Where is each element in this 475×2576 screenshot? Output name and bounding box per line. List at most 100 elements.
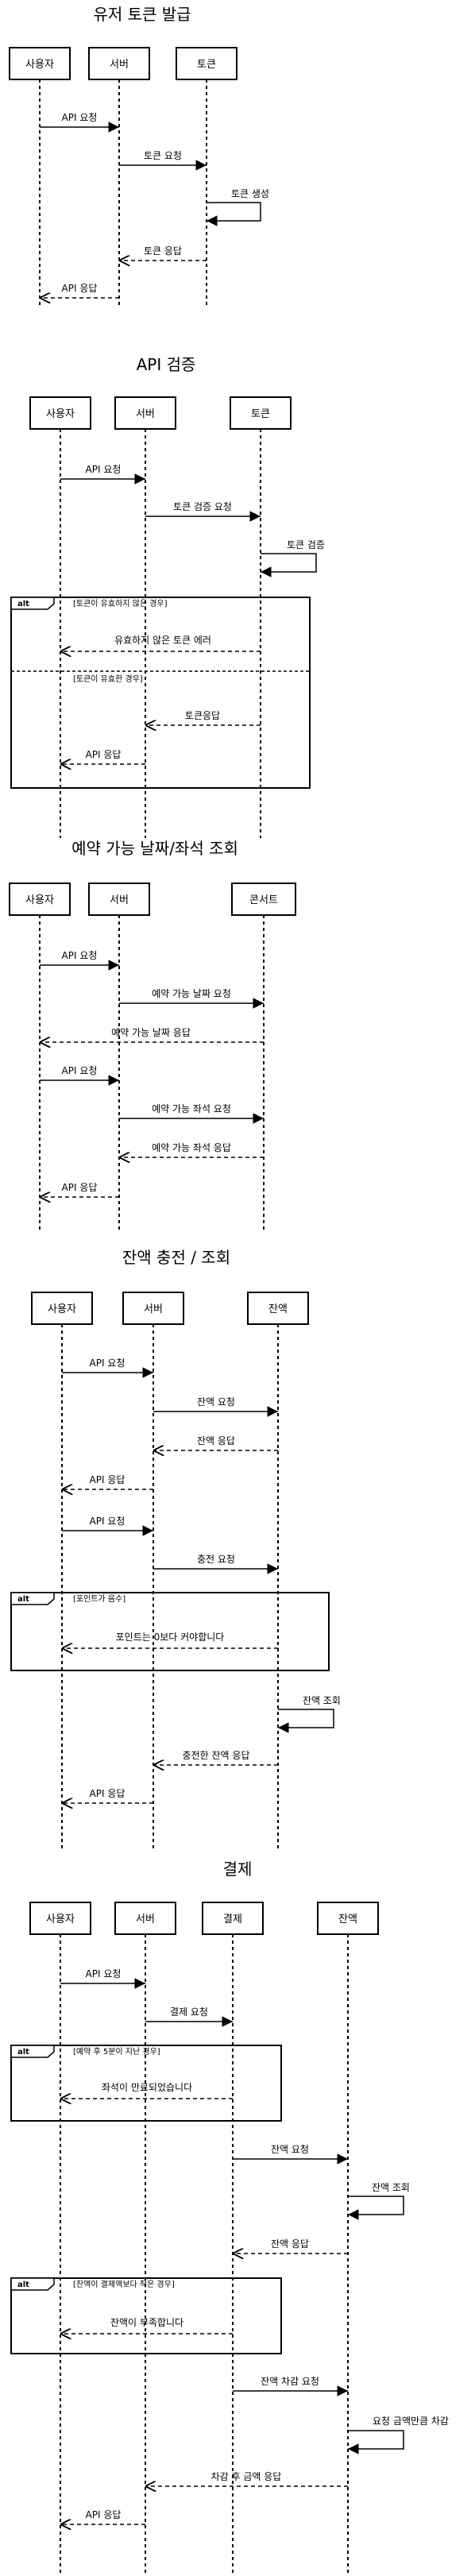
svg-text:서버: 서버 (110, 894, 129, 906)
svg-text:토큰: 토큰 (251, 408, 270, 420)
svg-text:잔액 조회: 잔액 조회 (303, 1695, 341, 1706)
svg-text:토큰 생성: 토큰 생성 (231, 188, 269, 199)
message-balance-request: 잔액 요청 (153, 1396, 278, 1417)
lifelines (60, 429, 261, 838)
svg-text:[예약 후 5분이 지난 경우]: [예약 후 5분이 지난 경우] (73, 2046, 160, 2057)
message-balance-request: 잔액 요청 (233, 2144, 348, 2165)
svg-text:잔액이 부족합니다: 잔액이 부족합니다 (110, 2317, 183, 2328)
participant-user: 사용자 (9, 47, 71, 80)
participant-payment: 결제 (202, 1902, 264, 1935)
participant-server: 서버 (114, 1902, 176, 1935)
svg-text:토큰 검증 요청: 토큰 검증 요청 (173, 501, 232, 512)
participant-user: 사용자 (31, 1292, 93, 1325)
message-deduct-response: 차감 후 금액 응답 (145, 2471, 348, 2486)
diagram-payment: 결제 사용자 서버 결제 잔액 API 요청 결제 (10, 1860, 449, 2576)
svg-text:콘서트: 콘서트 (249, 894, 278, 906)
message-api-response: API 응답 (40, 283, 119, 298)
message-api-response: API 응답 (62, 1788, 153, 1803)
alt-guard: [토큰이 유효하지 않은 경우] (73, 598, 168, 608)
message-invalid-token-error: 유효하지 않은 토큰 에러 (60, 635, 261, 651)
svg-text:API 응답: API 응답 (86, 749, 122, 760)
diagram-balance-charge: 잔액 충전 / 조회 사용자 서버 잔액 API 요청 잔액 요청 (10, 1248, 341, 1851)
svg-text:사용자: 사용자 (48, 1303, 76, 1315)
svg-text:결제 요청: 결제 요청 (170, 2006, 208, 2018)
message-balance-response: 잔액 응답 (233, 2238, 348, 2254)
diagram-title: API 검증 (137, 355, 196, 374)
participant-user: 사용자 (29, 1902, 91, 1935)
svg-text:alt: alt (17, 1595, 29, 1604)
participant-server: 서버 (114, 396, 176, 430)
alt-guard: [토큰이 유효한 경우] (73, 674, 143, 684)
message-date-request: 예약 가능 날짜 요청 (119, 987, 264, 1009)
participant-label: 토큰 (197, 59, 216, 71)
message-token-create: 토큰 생성 (207, 188, 269, 226)
lifelines (61, 1324, 279, 1851)
message-balance-response: 잔액 응답 (153, 1435, 278, 1450)
svg-text:API 요청: API 요청 (62, 1065, 98, 1076)
svg-text:잔액 응답: 잔액 응답 (271, 2238, 309, 2250)
alt-fragment: alt [포인트가 음수] (10, 1592, 330, 1671)
message-token-request: 토큰 요청 (119, 150, 207, 171)
lifelines (39, 915, 265, 1231)
message-seat-expired: 좌석이 만료되었습니다 (60, 2082, 233, 2099)
diagram-title: 결제 (223, 1860, 253, 1879)
message-api-request: API 요청 (40, 112, 119, 133)
svg-text:잔액: 잔액 (338, 1914, 357, 1925)
message-balance-query: 잔액 조회 (348, 2182, 410, 2220)
svg-text:API 요청: API 요청 (90, 1516, 126, 1527)
svg-text:잔액 응답: 잔액 응답 (197, 1435, 235, 1446)
svg-text:API 요청: API 요청 (86, 464, 122, 475)
svg-text:차감 후 금액 응답: 차감 후 금액 응답 (211, 2471, 282, 2482)
participant-server: 서버 (88, 882, 150, 916)
participant-balance: 잔액 (317, 1902, 379, 1935)
participant-token: 토큰 (176, 47, 238, 80)
message-api-request: API 요청 (60, 464, 145, 485)
participant-server: 서버 (88, 47, 150, 80)
diagram-reservation-lookup: 예약 가능 날짜/좌석 조회 사용자 서버 콘서트 API 요청 예약 가능 날… (9, 839, 296, 1231)
svg-text:API 응답: API 응답 (90, 1788, 126, 1799)
svg-text:API 요청: API 요청 (86, 1968, 122, 1979)
svg-text:예약 가능 날짜 응답: 예약 가능 날짜 응답 (111, 1026, 191, 1038)
svg-text:API 요청: API 요청 (62, 112, 98, 123)
svg-text:서버: 서버 (144, 1303, 163, 1315)
svg-text:잔액 차감 요청: 잔액 차감 요청 (261, 2376, 319, 2387)
svg-text:예약 가능 좌석 응답: 예약 가능 좌석 응답 (152, 1141, 231, 1153)
message-seat-response: 예약 가능 좌석 응답 (119, 1141, 264, 1157)
alt-fragment: alt [토큰이 유효하지 않은 경우] [토큰이 유효한 경우] (10, 597, 311, 789)
alt-fragment-insufficient: alt [잔액이 결제액보다 작은 경우] (10, 2277, 282, 2354)
message-token-response: 토큰 응답 (119, 245, 207, 261)
svg-text:충전 요청: 충전 요청 (197, 1554, 235, 1565)
svg-text:API 응답: API 응답 (86, 2509, 122, 2520)
svg-text:잔액: 잔액 (268, 1303, 288, 1315)
message-deduct-request: 잔액 차감 요청 (233, 2376, 348, 2396)
participant-user: 사용자 (29, 396, 91, 430)
message-api-request: API 요청 (62, 1516, 153, 1536)
message-charge-request: 충전 요청 (153, 1554, 278, 1574)
message-token-verify: 토큰 검증 (261, 539, 325, 577)
svg-text:잔액 요청: 잔액 요청 (197, 1396, 235, 1408)
message-insufficient-balance: 잔액이 부족합니다 (60, 2317, 233, 2334)
svg-text:사용자: 사용자 (46, 408, 75, 420)
svg-text:토큰 요청: 토큰 요청 (144, 150, 182, 161)
svg-text:포인트는 0보다 커야합니다: 포인트는 0보다 커야합니다 (116, 1632, 225, 1643)
svg-text:충전한 잔액 응답: 충전한 잔액 응답 (183, 1750, 250, 1761)
svg-text:API 응답: API 응답 (90, 1474, 126, 1485)
svg-text:alt: alt (17, 2048, 29, 2057)
message-charged-balance-response: 충전한 잔액 응답 (153, 1750, 278, 1765)
participant-concert: 콘서트 (231, 882, 296, 916)
message-token-verify-request: 토큰 검증 요청 (145, 501, 261, 522)
message-api-response: API 응답 (60, 2509, 145, 2524)
svg-text:유효하지 않은 토큰 에러: 유효하지 않은 토큰 에러 (114, 635, 211, 646)
svg-text:사용자: 사용자 (25, 894, 54, 906)
svg-text:사용자: 사용자 (46, 1914, 75, 1925)
svg-text:토큰 응답: 토큰 응답 (144, 245, 182, 257)
message-point-error: 포인트는 0보다 커야합니다 (62, 1632, 278, 1648)
participant-label: 사용자 (25, 59, 54, 71)
message-payment-request: 결제 요청 (145, 2006, 233, 2027)
message-seat-request: 예약 가능 좌석 요청 (119, 1103, 264, 1124)
svg-text:잔액 요청: 잔액 요청 (271, 2144, 309, 2155)
svg-text:[잔액이 결제액보다 작은 경우]: [잔액이 결제액보다 작은 경우] (73, 2279, 175, 2289)
svg-text:예약 가능 좌석 요청: 예약 가능 좌석 요청 (152, 1103, 231, 1114)
diagram-title: 유저 토큰 발급 (93, 5, 191, 24)
